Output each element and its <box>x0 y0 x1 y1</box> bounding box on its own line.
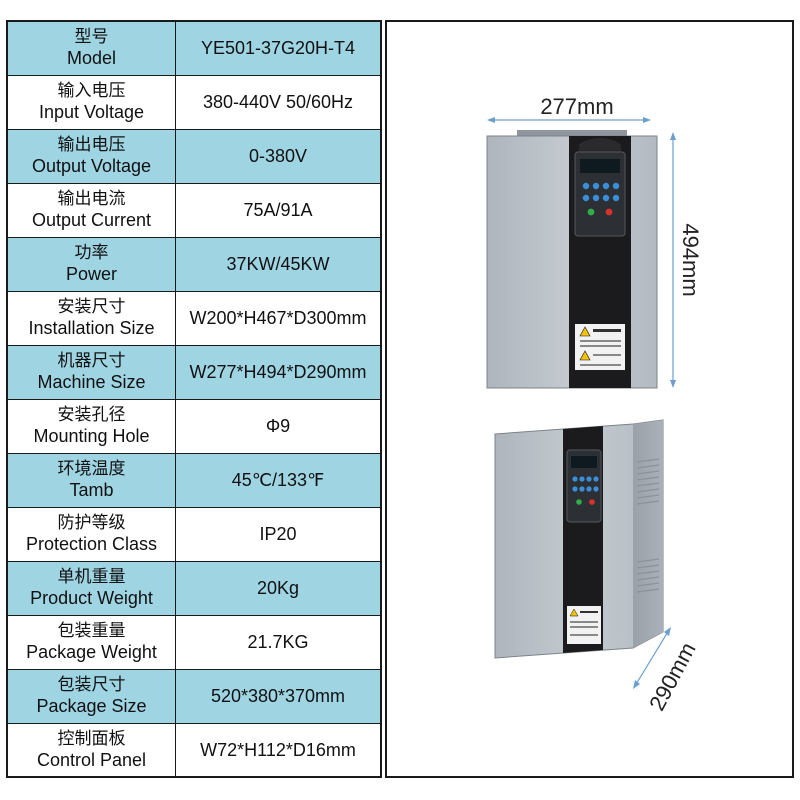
product-illustration: 277mm 494mm <box>486 94 703 715</box>
label-en: Tamb <box>69 480 114 500</box>
keypad <box>582 182 620 216</box>
spec-value: 520*380*370mm <box>210 686 346 706</box>
panel-arch <box>579 138 621 152</box>
label-cn: 型号 <box>74 27 109 47</box>
product-image-panel: 277mm 494mm <box>385 20 794 778</box>
width-dimension: 277mm <box>487 94 651 123</box>
label-en: Mounting Hole <box>33 426 150 446</box>
arrow-down-icon <box>670 380 676 388</box>
arrow-left-icon <box>487 117 495 123</box>
display-screen <box>571 456 597 468</box>
depth-line <box>634 629 670 687</box>
warning-icon <box>579 350 591 361</box>
label-en: Output Voltage <box>31 156 152 176</box>
spec-value: Φ9 <box>265 416 291 436</box>
label-cn: 输入电压 <box>57 81 126 101</box>
label-en: Output Current <box>31 210 152 230</box>
height-label: 494mm <box>678 223 703 296</box>
height-dimension: 494mm <box>670 132 703 388</box>
spec-value: IP20 <box>259 524 297 544</box>
arrow-up-icon <box>670 132 676 140</box>
keypad <box>572 476 599 505</box>
label-en: Model <box>66 48 117 68</box>
side-vents <box>636 458 660 593</box>
label-en: Control Panel <box>36 750 147 770</box>
spec-value: W200*H467*D300mm <box>189 308 367 328</box>
spec-value: YE501-37G20H-T4 <box>200 38 356 58</box>
depth-label: 290mm <box>644 638 701 715</box>
spec-value: W72*H112*D16mm <box>200 739 356 760</box>
label-cn: 机器尺寸 <box>57 351 126 371</box>
spec-value: W277*H494*D290mm <box>189 362 367 382</box>
label-cn: 环境温度 <box>57 459 126 479</box>
top-bracket <box>517 130 627 136</box>
device-side-face <box>633 420 663 648</box>
arrow-up-right-icon <box>664 627 671 636</box>
label-cn: 包装重量 <box>57 621 126 641</box>
label-cn: 安装尺寸 <box>57 297 126 317</box>
label-cn: 输出电压 <box>57 135 126 155</box>
spec-value: 75A/91A <box>243 200 313 220</box>
warning-icon <box>569 608 579 617</box>
width-label: 277mm <box>540 94 613 119</box>
label-en: Machine Size <box>37 372 146 392</box>
label-en: Power <box>65 264 118 284</box>
spec-value: 0-380V <box>248 146 308 166</box>
spec-value: 380-440V 50/60Hz <box>202 92 354 112</box>
display-screen <box>580 159 620 173</box>
label-cn: 安装孔径 <box>57 405 126 425</box>
label-cn: 单机重量 <box>57 567 126 587</box>
label-en: Product Weight <box>30 588 153 608</box>
device-perspective-view <box>494 419 664 659</box>
spec-value: 20Kg <box>256 578 300 598</box>
label-en: Protection Class <box>25 534 158 554</box>
spec-value: 45℃/133℉ <box>231 470 325 490</box>
spec-value: 37KW/45KW <box>226 254 330 274</box>
label-en: Package Weight <box>26 642 157 662</box>
device-front-view <box>486 130 658 389</box>
arrow-right-icon <box>643 117 651 123</box>
label-en: Installation Size <box>28 318 155 338</box>
label-en: Package Size <box>36 696 147 716</box>
spec-value: 21.7KG <box>247 632 309 652</box>
arrow-down-left-icon <box>633 680 640 689</box>
label-en: Input Voltage <box>38 102 145 122</box>
warning-icon <box>579 326 591 337</box>
label-cn: 控制面板 <box>57 729 126 749</box>
label-cn: 输出电流 <box>57 189 126 209</box>
label-cn: 包装尺寸 <box>57 675 126 695</box>
label-cn: 功率 <box>74 243 109 263</box>
label-cn: 防护等级 <box>57 513 126 533</box>
